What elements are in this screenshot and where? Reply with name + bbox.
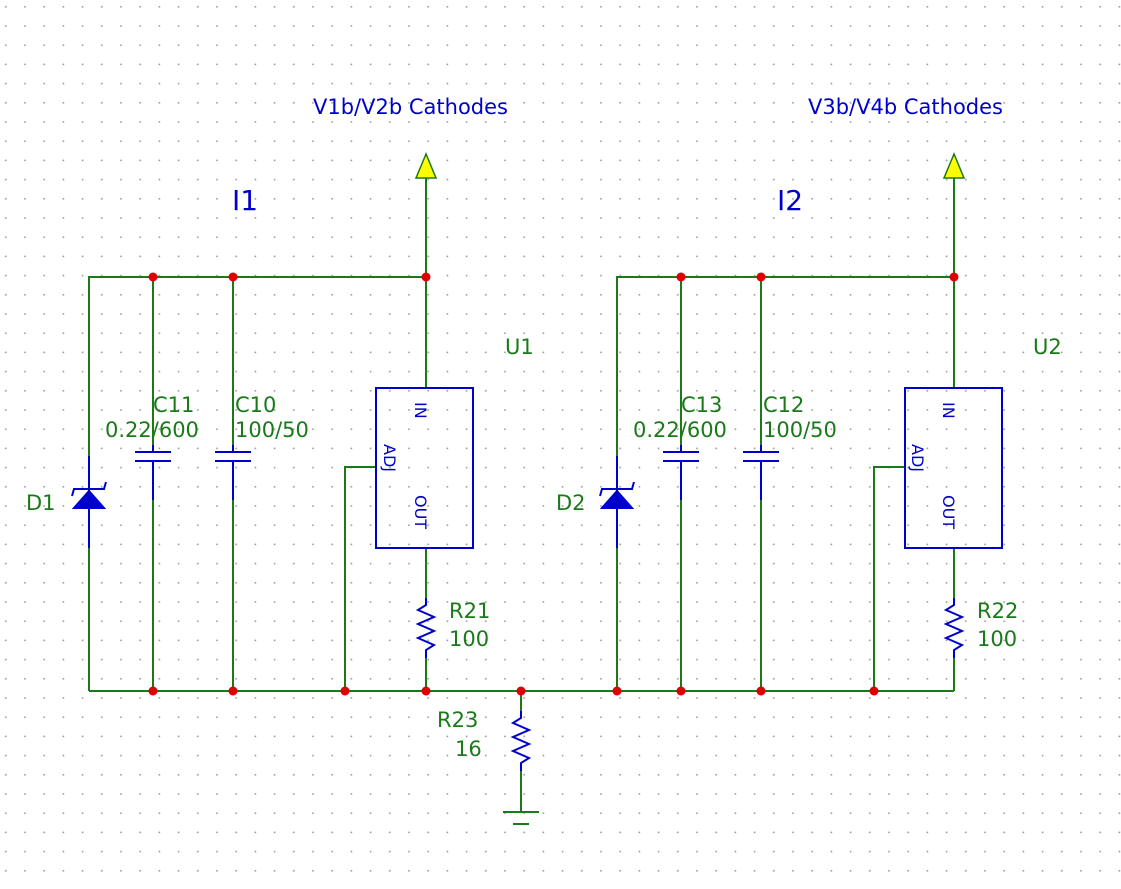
r23-branch bbox=[503, 691, 539, 825]
u1-pin-out: OUT bbox=[411, 495, 430, 529]
c12-capacitor-icon bbox=[743, 445, 779, 500]
r23-value-label: 16 bbox=[455, 737, 482, 761]
junction-dot bbox=[421, 272, 431, 282]
c11-value-label: 0.22/600 bbox=[105, 418, 199, 442]
junction-dot bbox=[340, 686, 350, 696]
junctions bbox=[148, 272, 959, 696]
section-label-i2: I2 bbox=[777, 184, 803, 217]
u2-ref-label: U2 bbox=[1033, 335, 1062, 359]
r21-resistor-icon bbox=[415, 598, 437, 658]
u2-regulator-body bbox=[904, 387, 1003, 549]
net-label-left: V1b/V2b Cathodes bbox=[313, 95, 508, 119]
r22-value-label: 100 bbox=[977, 627, 1017, 651]
d2-ref-label: D2 bbox=[556, 491, 586, 515]
r21-ref-label: R21 bbox=[449, 599, 490, 623]
u1-ref-label: U1 bbox=[505, 335, 534, 359]
junction-dot bbox=[869, 686, 879, 696]
c10-capacitor-icon bbox=[215, 445, 251, 500]
top-rail-left bbox=[88, 276, 426, 456]
r21-value-label: 100 bbox=[449, 627, 489, 651]
ground-icon bbox=[503, 811, 539, 825]
u1-pin-adj: ADJ bbox=[380, 444, 399, 472]
c12-ref-label: C12 bbox=[763, 393, 804, 417]
u1-regulator-body bbox=[375, 387, 474, 549]
output-arrow-icon bbox=[942, 152, 966, 179]
c13-value-label: 0.22/600 bbox=[633, 418, 727, 442]
r22-resistor-icon bbox=[943, 598, 965, 658]
section-i1 bbox=[71, 152, 617, 692]
d2-diode-icon bbox=[599, 456, 635, 548]
junction-dot bbox=[228, 686, 238, 696]
c11-ref-label: C11 bbox=[153, 393, 194, 417]
junction-dot bbox=[612, 686, 622, 696]
junction-dot bbox=[676, 272, 686, 282]
u2-adj-wire bbox=[873, 466, 905, 691]
u1-adj-wire bbox=[344, 466, 376, 691]
u1-pin-in: IN bbox=[411, 402, 430, 419]
u2-pin-in: IN bbox=[939, 402, 958, 419]
c11-capacitor-icon bbox=[135, 445, 171, 500]
junction-dot bbox=[949, 272, 959, 282]
d1-diode-icon bbox=[71, 456, 107, 548]
junction-dot bbox=[228, 272, 238, 282]
junction-dot bbox=[756, 686, 766, 696]
d1-ref-label: D1 bbox=[26, 491, 56, 515]
output-arrow-icon bbox=[414, 152, 438, 179]
c10-ref-label: C10 bbox=[235, 393, 276, 417]
junction-dot bbox=[148, 272, 158, 282]
top-rail-right bbox=[616, 276, 954, 456]
section-label-i1: I1 bbox=[232, 184, 258, 217]
r23-ref-label: R23 bbox=[437, 708, 478, 732]
junction-dot bbox=[421, 686, 431, 696]
c13-capacitor-icon bbox=[663, 445, 699, 500]
section-i2 bbox=[599, 152, 1003, 692]
net-label-right: V3b/V4b Cathodes bbox=[808, 95, 1003, 119]
junction-dot bbox=[676, 686, 686, 696]
junction-dot bbox=[756, 272, 766, 282]
c13-ref-label: C13 bbox=[681, 393, 722, 417]
junction-dot bbox=[516, 686, 526, 696]
junction-dot bbox=[148, 686, 158, 696]
r23-resistor-icon bbox=[510, 711, 532, 771]
u2-pin-out: OUT bbox=[939, 495, 958, 529]
c10-value-label: 100/50 bbox=[235, 418, 309, 442]
c12-value-label: 100/50 bbox=[763, 418, 837, 442]
r22-ref-label: R22 bbox=[977, 599, 1018, 623]
u2-pin-adj: ADJ bbox=[908, 444, 927, 472]
